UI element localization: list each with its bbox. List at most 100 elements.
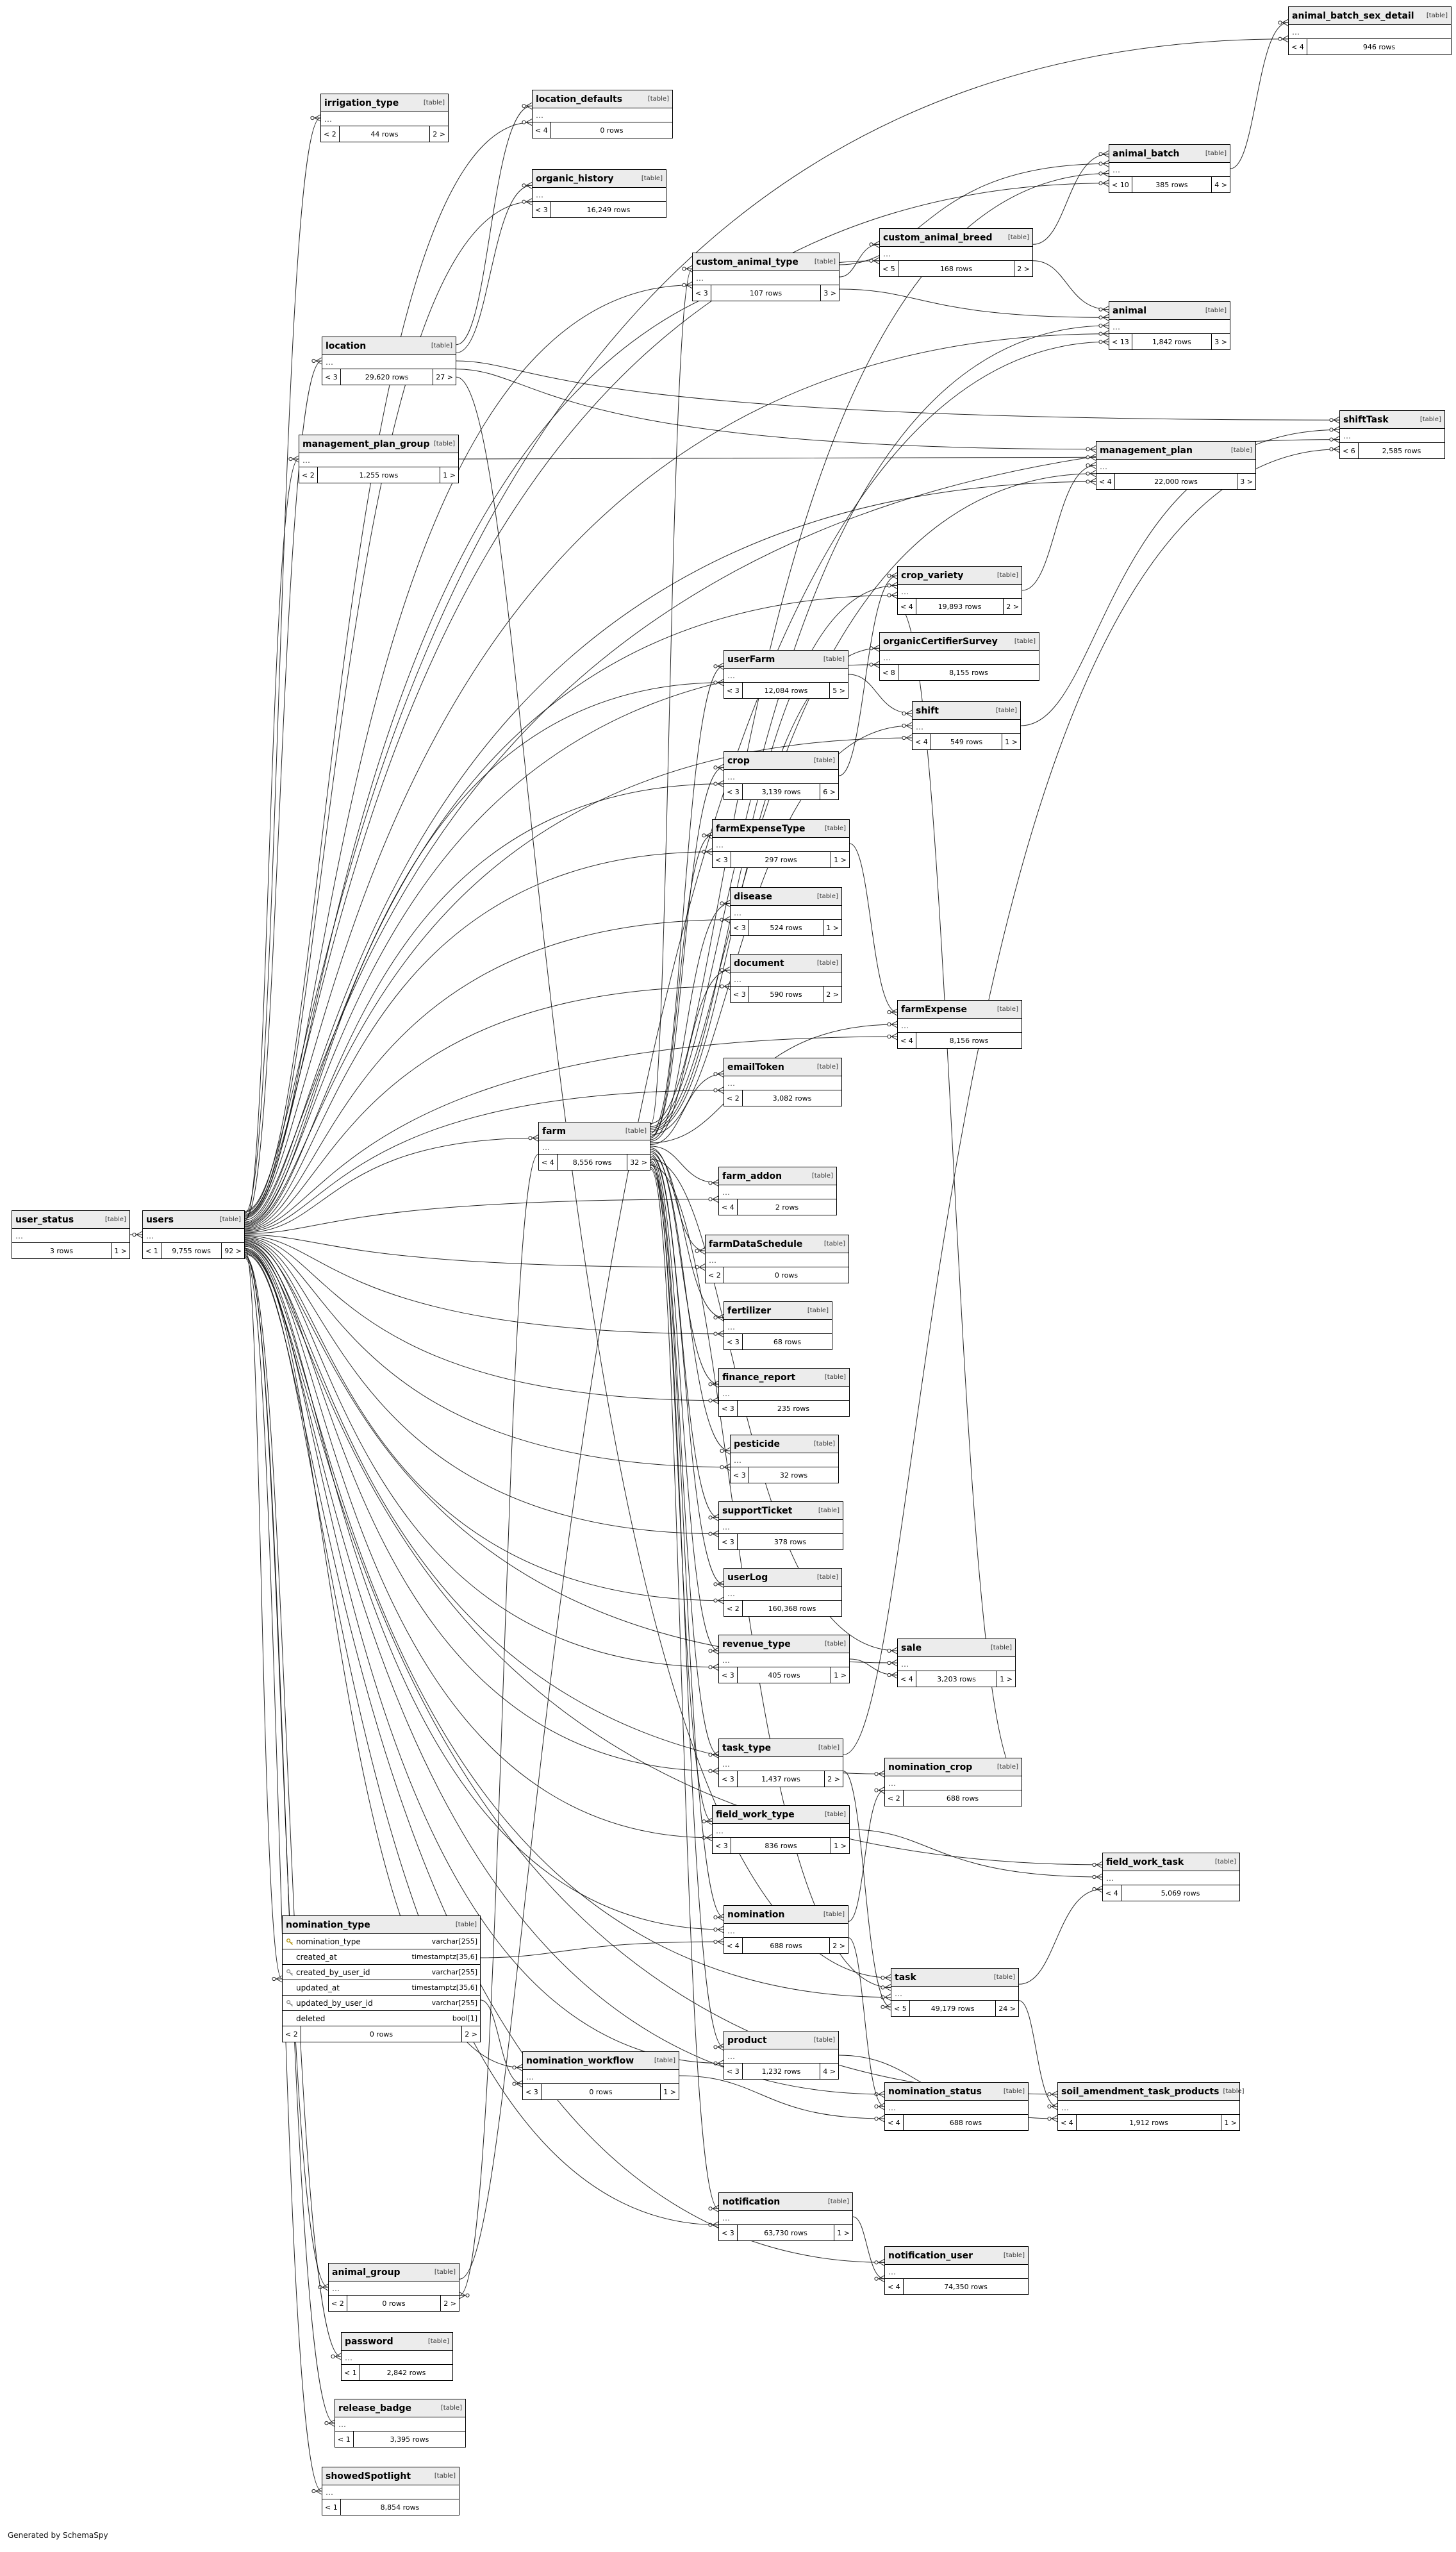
column-type: bool[1]: [452, 2014, 477, 2022]
relationship-edge-farm-farmDataSchedule: [650, 1147, 706, 1255]
table-header: nomination_status[table]: [885, 2083, 1028, 2101]
relationship-edge-farm-task_type: [650, 1160, 719, 1758]
table-name: task: [895, 1972, 916, 1983]
relationship-edge-users-animal_batch: [244, 179, 1109, 1215]
column-type: timestamptz[35,6]: [411, 1983, 478, 1992]
relationship-edge-farm-animal: [650, 322, 1109, 1128]
table-type-label: [table]: [823, 1240, 845, 1247]
table-type-label: [table]: [816, 1574, 838, 1581]
table-header: task[table]: [891, 1969, 1018, 1987]
table-name: field_work_type: [716, 1809, 795, 1820]
table-header: farmDataSchedule[table]: [706, 1235, 848, 1253]
table-name: release_badge: [338, 2403, 411, 2414]
table-header: field_work_type[table]: [713, 1806, 849, 1824]
table-header: animal[table]: [1109, 302, 1230, 320]
hidden-columns-ellipsis: …: [724, 1587, 841, 1601]
table-name: supportTicket: [722, 1505, 793, 1516]
relationship-edge-custom_animal_type-animal: [839, 288, 1109, 321]
table-name: document: [734, 958, 784, 969]
relationship-edge-farm-custom_animal_type: [650, 265, 693, 1126]
row-count: 688 rows: [949, 2118, 982, 2127]
hidden-columns-ellipsis: …: [719, 1185, 836, 1199]
row-count: 0 rows: [600, 126, 624, 135]
relationship-edge-users-fertilizer: [244, 1235, 724, 1338]
table-header: userFarm[table]: [724, 651, 848, 669]
hidden-columns-ellipsis: …: [321, 112, 448, 126]
hidden-columns-ellipsis: …: [885, 2265, 1028, 2279]
parents-count: 2 >: [823, 987, 841, 1002]
hidden-columns-ellipsis: …: [724, 1924, 848, 1938]
relationship-edge-custom_animal_breed-animal: [1032, 260, 1109, 313]
row-count: 160,368 rows: [768, 1604, 816, 1613]
parents-count: 2 >: [461, 2026, 480, 2042]
table-name: custom_animal_type: [696, 256, 798, 267]
children-count: < 3: [713, 1838, 731, 1853]
children-count: < 3: [731, 987, 749, 1002]
row-count: 44 rows: [370, 129, 399, 138]
children-count: < 13: [1109, 334, 1132, 349]
relationship-edge-farm-document: [650, 966, 731, 1142]
relationship-edge-users-crop: [244, 780, 724, 1228]
table-type-label: [table]: [434, 2269, 456, 2276]
